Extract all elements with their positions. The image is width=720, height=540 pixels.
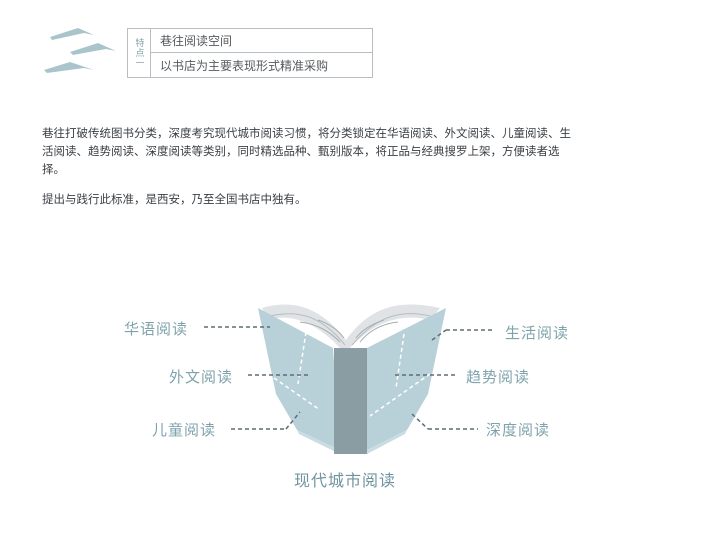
- feature-subtitle: 以书店为主要表现形式精准采购: [160, 58, 329, 73]
- feature-box: 特点一 巷往阅读空间 以书店为主要表现形式精准采购: [127, 28, 373, 78]
- reading-category-diagram: 华语阅读 外文阅读 儿童阅读 生活阅读 趋势阅读 深度阅读 现代城市阅读: [0, 290, 720, 540]
- category-label-depth: 深度阅读: [486, 421, 551, 439]
- feature-title: 巷往阅读空间: [150, 29, 372, 53]
- category-label-trend: 趋势阅读: [466, 368, 531, 386]
- roof-logo-icon: [44, 28, 116, 73]
- category-label-modern-city: 现代城市阅读: [294, 471, 397, 490]
- claim-paragraph: 提出与践行此标准，是西安，乃至全国书店中独有。: [42, 192, 307, 206]
- category-label-children: 儿童阅读: [152, 421, 217, 439]
- connector-lines: [204, 326, 493, 430]
- category-label-chinese: 华语阅读: [124, 320, 189, 338]
- category-label-life: 生活阅读: [505, 324, 570, 342]
- feature-tag: 特点一: [128, 29, 151, 77]
- intro-paragraph: 巷往打破传统图书分类，深度考究现代城市阅读习惯，将分类锁定在华语阅读、外文阅读、…: [42, 126, 571, 176]
- category-label-foreign: 外文阅读: [169, 368, 234, 386]
- feature-tag-label: 特点一: [133, 38, 144, 68]
- open-book-icon: [258, 304, 446, 454]
